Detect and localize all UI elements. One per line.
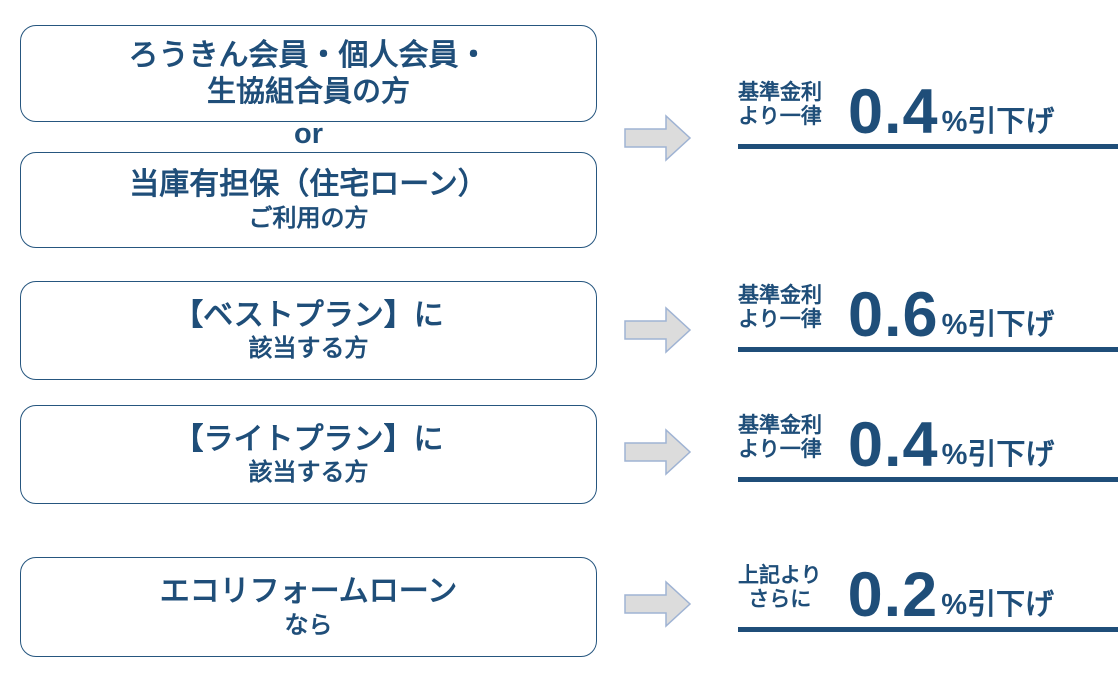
right-arrow-icon (624, 580, 692, 628)
rate-value: 0.6 (848, 280, 939, 350)
rate-label-line-1: 上記より (738, 564, 822, 588)
rate-label: 基準金利 より一律 (738, 284, 822, 332)
rate-suffix: %引下げ (941, 589, 1054, 621)
condition-line-2: 該当する方 (248, 459, 369, 487)
rate-label: 基準金利 より一律 (738, 81, 822, 129)
condition-line-2: 該当する方 (248, 335, 369, 363)
condition-line-1: 【ライトプラン】に (173, 422, 444, 456)
rate-value: 0.2 (847, 560, 939, 630)
right-arrow-icon (624, 428, 692, 476)
rate-label: 基準金利 より一律 (738, 414, 822, 462)
condition-box-eco-reform-loan: エコリフォームローン なら (20, 557, 597, 657)
condition-box-light-plan: 【ライトプラン】に 該当する方 (20, 405, 597, 504)
rate-suffix: %引下げ (941, 439, 1055, 471)
rate-result-light-plan: 基準金利 より一律 0.4 %引下げ (738, 410, 1118, 482)
condition-line-2: 生協組合員の方 (206, 76, 410, 109)
condition-line-2: なら (284, 611, 333, 639)
rate-label-line-2: より一律 (738, 308, 822, 332)
condition-line-1: 【ベストプラン】に (173, 298, 444, 332)
rate-value: 0.4 (848, 77, 939, 147)
rate-result-best-plan: 基準金利 より一律 0.6 %引下げ (738, 280, 1118, 352)
rate-result-eco-reform: 上記より さらに 0.2 %引下げ (738, 560, 1118, 632)
condition-line-1: ろうきん会員・個人会員・ (128, 38, 489, 72)
right-arrow-icon (624, 306, 692, 354)
condition-line-1: エコリフォームローン (159, 575, 458, 609)
rate-value: 0.4 (848, 410, 939, 480)
condition-box-best-plan: 【ベストプラン】に 該当する方 (20, 281, 597, 380)
rate-label-line-1: 基準金利 (738, 284, 822, 308)
condition-line-1: 当庫有担保（住宅ローン） (129, 168, 488, 202)
rate-label-line-1: 基準金利 (738, 81, 822, 105)
rate-suffix: %引下げ (941, 309, 1055, 341)
condition-box-membership: ろうきん会員・個人会員・ 生協組合員の方 (20, 25, 597, 122)
condition-box-secured-loan: 当庫有担保（住宅ローン） ご利用の方 (20, 152, 597, 248)
rate-label: 上記より さらに (738, 564, 822, 612)
right-arrow-icon (624, 114, 692, 162)
rate-result-membership: 基準金利 より一律 0.4 %引下げ (738, 77, 1118, 149)
rate-label-line-1: 基準金利 (738, 414, 822, 438)
rate-label-line-2: より一律 (738, 105, 822, 129)
rate-label-line-2: より一律 (738, 438, 822, 462)
rate-label-line-2: さらに (748, 588, 812, 612)
condition-line-2: ご利用の方 (248, 204, 369, 232)
rate-suffix: %引下げ (941, 106, 1055, 138)
or-connector: or (294, 118, 323, 150)
